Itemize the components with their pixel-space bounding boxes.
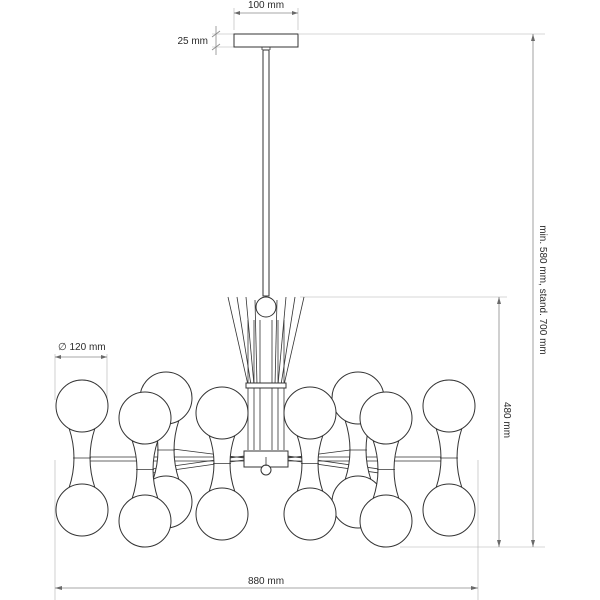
- globe-lower: [359, 494, 413, 548]
- globe-lower: [55, 483, 109, 537]
- globe-lower: [195, 487, 249, 541]
- overall-width-dimension: 880 mm: [54, 460, 479, 600]
- light-pair: [55, 379, 109, 537]
- globe-upper: [283, 386, 337, 440]
- overall-height-dimension: min. 580 mm, stand. 700 mm: [298, 33, 548, 548]
- overall-width-label: 880 mm: [248, 576, 284, 587]
- fixture-height-dimension: 480 mm: [300, 296, 512, 547]
- light-pair: [359, 391, 413, 548]
- suspension-rod: [262, 49, 270, 297]
- light-pair: [422, 379, 476, 537]
- globe-upper: [422, 379, 476, 433]
- light-pair: [195, 386, 249, 541]
- canopy-width-dimension: 100 mm: [233, 0, 299, 30]
- canopy-height-label: 25 mm: [177, 36, 208, 47]
- canopy-height-dimension: 25 mm: [177, 26, 234, 55]
- globe-diameter-dimension: ∅ 120 mm: [54, 342, 108, 400]
- globe-upper: [359, 391, 413, 445]
- globe-lower: [118, 494, 172, 548]
- globe-upper: [118, 391, 172, 445]
- globe-upper: [55, 379, 109, 433]
- ceiling-canopy: [233, 33, 299, 50]
- light-pairs: [55, 371, 476, 548]
- central-stem: [243, 320, 289, 476]
- globe-upper: [195, 386, 249, 440]
- light-pair: [283, 386, 337, 541]
- globe-lower: [283, 487, 337, 541]
- overall-height-label: min. 580 mm, stand. 700 mm: [537, 225, 548, 355]
- light-pair: [118, 391, 172, 548]
- fixture-height-label: 480 mm: [501, 402, 512, 438]
- canopy-width-label: 100 mm: [248, 0, 284, 11]
- globe-diameter-label: ∅ 120 mm: [58, 342, 106, 353]
- central-crown: [227, 296, 305, 386]
- globe-lower: [422, 483, 476, 537]
